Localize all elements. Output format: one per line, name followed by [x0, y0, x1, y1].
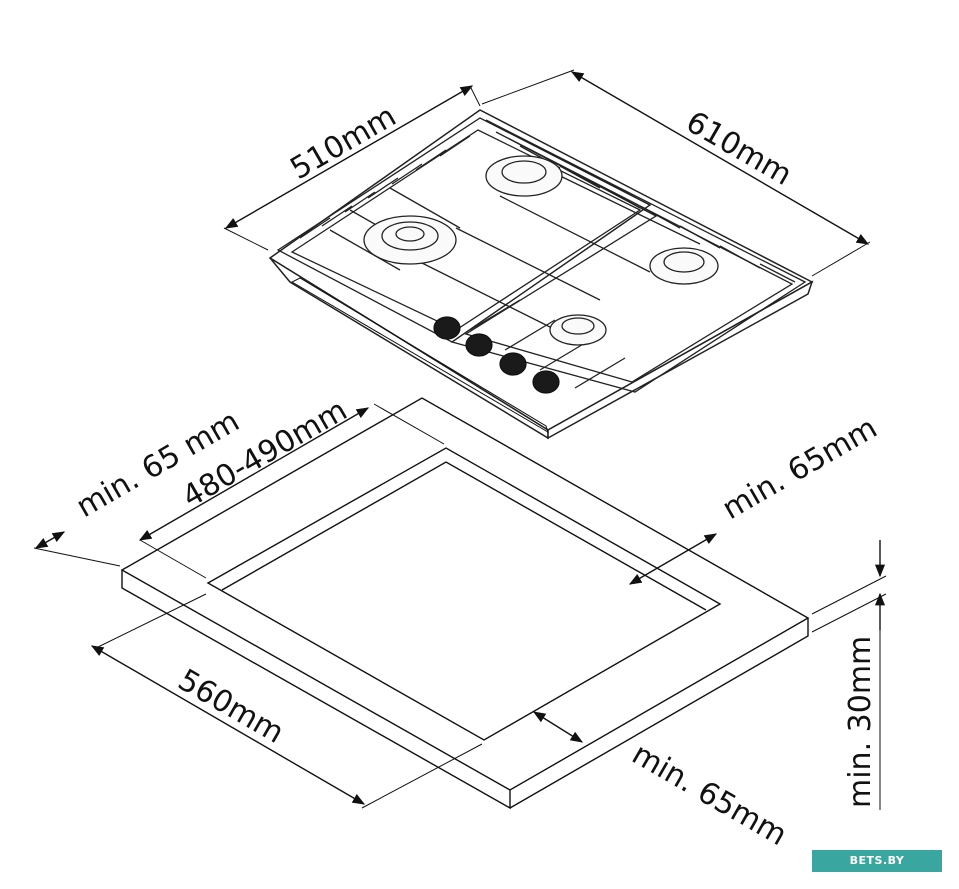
svg-text:610mm: 610mm	[680, 105, 798, 193]
burner-front-left	[363, 215, 457, 265]
svg-text:510mm: 510mm	[285, 99, 403, 187]
dim-clearance-right: min. 65mm	[628, 410, 884, 585]
cutout-opening	[206, 447, 722, 741]
burner-front-right	[549, 314, 607, 346]
svg-text:min. 65mm: min. 65mm	[626, 737, 793, 853]
dim-worktop-thickness: min. 30mm	[811, 540, 887, 810]
watermark-logo: BETS.BY	[812, 850, 942, 872]
control-knobs	[433, 316, 560, 394]
knob-1	[433, 316, 461, 340]
dim-clearance-front: min. 65mm	[532, 711, 793, 853]
svg-text:560mm: 560mm	[172, 663, 290, 751]
burner-rear-left	[485, 155, 563, 197]
knob-4	[532, 370, 560, 394]
svg-text:min. 65mm: min. 65mm	[717, 410, 884, 526]
svg-text:min. 30mm: min. 30mm	[843, 636, 878, 808]
knob-3	[499, 352, 527, 376]
burner-rear-right	[649, 247, 719, 285]
dim-cutout-width: 560mm	[90, 593, 483, 809]
knob-2	[465, 333, 493, 357]
